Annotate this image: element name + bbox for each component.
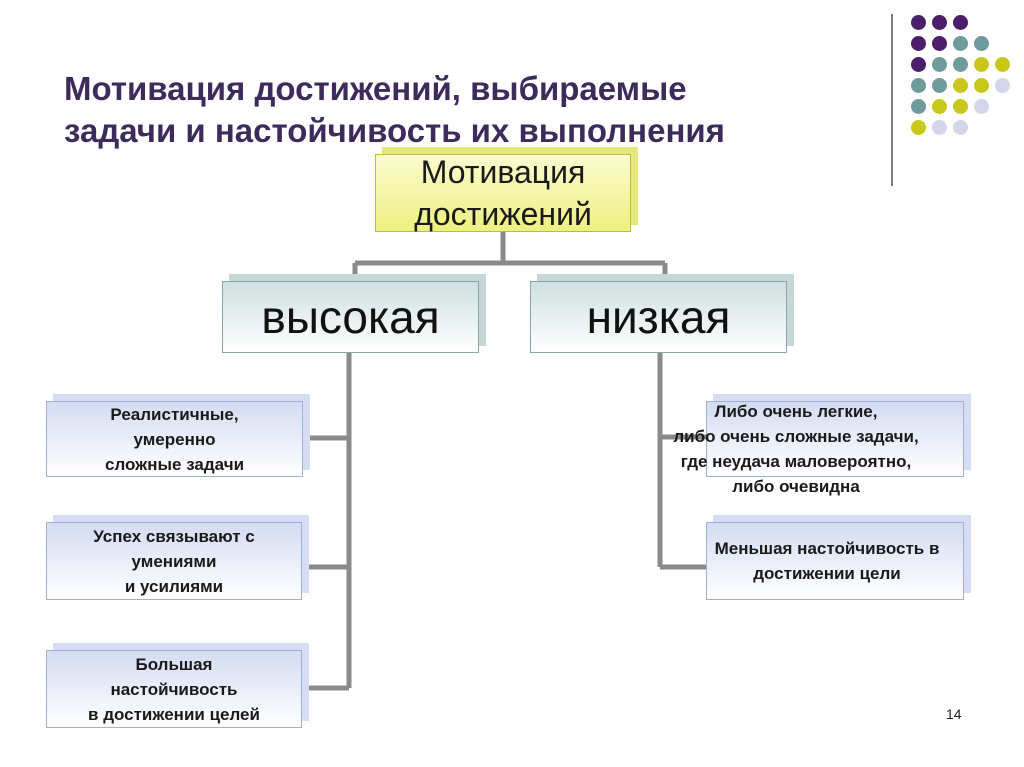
page-number: 14 (946, 706, 962, 722)
decorative-dot (932, 120, 947, 135)
decorative-dot (974, 99, 989, 114)
decorative-dot (911, 78, 926, 93)
decorative-dot (974, 36, 989, 51)
decorative-dot (911, 15, 926, 30)
connector-low-trunk (657, 353, 706, 570)
decorative-dot (974, 78, 989, 93)
decorative-dot (911, 99, 926, 114)
connector-high-trunk (301, 353, 352, 691)
root-node-achievement-motivation: Мотивация достижений (375, 154, 631, 232)
title-divider-line (891, 14, 893, 186)
branch-node-low: низкая (530, 281, 787, 353)
connector-root-to-branches-line (352, 232, 668, 281)
connector-root-to-branches (350, 232, 670, 281)
decorative-dot (953, 99, 968, 114)
root-node-label: Мотивация достижений (414, 154, 592, 232)
leaf-node-label: Меньшая настойчивость в достижении цели (714, 539, 940, 583)
branch-node-label: низкая (586, 291, 731, 343)
decorative-dot (974, 57, 989, 72)
decorative-dot (953, 36, 968, 51)
decorative-dot (953, 57, 968, 72)
leaf-node-low-persistence: Меньшая настойчивость в достижении цели (706, 522, 964, 600)
branch-node-high: высокая (222, 281, 479, 353)
decorative-dot (932, 99, 947, 114)
decorative-dot (932, 36, 947, 51)
leaf-node-label: Успех связывают с умениями и усилиями (93, 526, 255, 596)
leaf-node-label: Большая настойчивость в достижении целей (88, 654, 260, 724)
decorative-dot (995, 57, 1010, 72)
leaf-node-realistic-tasks: Реалистичные, умеренно сложные задачи (46, 401, 303, 477)
leaf-node-success-skills: Успех связывают с умениями и усилиями (46, 522, 302, 600)
decorative-dot (911, 57, 926, 72)
leaf-node-label: Либо очень легкие, либо очень сложные за… (673, 402, 919, 496)
decorative-dot (953, 78, 968, 93)
decorative-dot (953, 15, 968, 30)
slide-title: Мотивация достижений, выбираемые задачи … (64, 70, 725, 149)
branch-node-label: высокая (261, 291, 440, 343)
leaf-node-high-persistence: Большая настойчивость в достижении целей (46, 650, 302, 728)
decorative-dot (932, 15, 947, 30)
decorative-dot (932, 78, 947, 93)
decorative-dot (911, 36, 926, 51)
decorative-dot (953, 120, 968, 135)
decorative-dot (932, 57, 947, 72)
leaf-node-easy-or-hard-tasks: Либо очень легкие, либо очень сложные за… (673, 401, 964, 496)
decorative-dot (995, 78, 1010, 93)
decorative-dot (911, 120, 926, 135)
leaf-node-label: Реалистичные, умеренно сложные задачи (104, 404, 245, 474)
